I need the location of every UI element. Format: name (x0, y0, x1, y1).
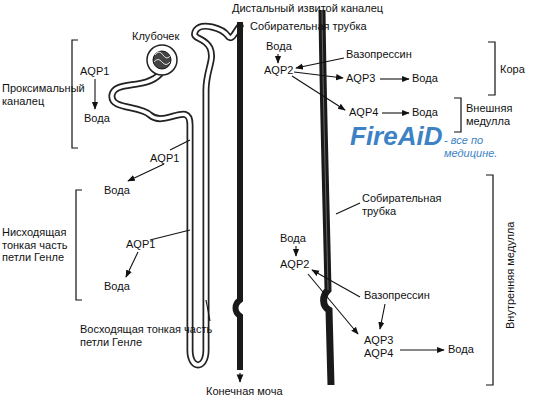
label: Вода (412, 72, 438, 85)
label: AQP1 (126, 238, 155, 251)
label: AQP1 (80, 65, 109, 78)
label: AQP3 AQP4 (364, 334, 398, 359)
label: AQP4 (349, 106, 378, 119)
label: Вода (266, 40, 292, 53)
label: Вода (448, 343, 474, 356)
label: Вода (280, 232, 306, 245)
label: Вода (104, 184, 130, 197)
collecting-duct (322, 10, 331, 385)
label: Вода (84, 112, 110, 125)
label: Собирательная трубка (362, 192, 472, 217)
label: Собирательная трубка (250, 20, 367, 33)
label: Проксимальный каналец (2, 82, 70, 107)
label: Клубочек (132, 30, 179, 43)
label: AQP3 (346, 72, 375, 85)
watermark: FireAiD (350, 122, 442, 152)
watermark: - все по медицине. (444, 134, 534, 159)
collecting-duct (236, 22, 241, 382)
label: Внешняя медулла (466, 102, 534, 127)
glomerulus (147, 45, 177, 75)
label: AQP1 (150, 152, 179, 165)
label: Восходящая тонкая часть петли Генле (80, 323, 230, 348)
label: Кора (500, 63, 525, 76)
label: Конечная моча (206, 385, 283, 398)
label: Нисходящая тонкая часть петли Генле (2, 226, 74, 264)
label: Вода (104, 280, 130, 293)
label: Дистальный извитой каналец (232, 2, 383, 15)
label: AQP2 (264, 64, 293, 77)
bracket (72, 40, 495, 385)
label: Вазопрессин (346, 48, 412, 61)
label: Вода (412, 106, 438, 119)
tubule (112, 26, 240, 365)
label: AQP2 (280, 258, 309, 271)
label: Вазопрессин (364, 289, 430, 302)
label: Внутренняя медулла (504, 195, 517, 355)
